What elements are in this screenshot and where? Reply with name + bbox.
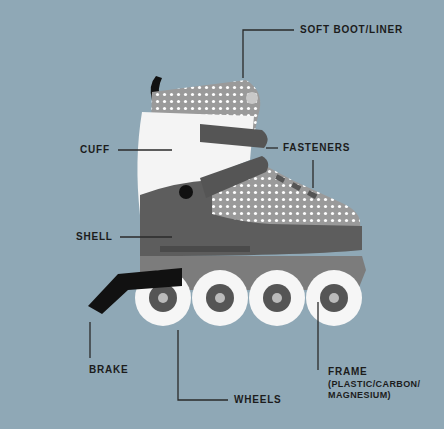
part-label: SHELL (76, 231, 113, 243)
part-label: WHEELS (234, 394, 282, 406)
part-label: FASTENERS (283, 142, 350, 154)
leader-lines (90, 30, 318, 400)
brake (88, 268, 182, 314)
part-label: CUFF (80, 144, 110, 156)
shell (140, 180, 362, 256)
part-note: (PLASTIC/CARBON/ MAGNESIUM) (328, 379, 438, 401)
part-label: SOFT BOOT/LINER (300, 24, 403, 36)
part-label: BRAKE (89, 364, 129, 376)
part-label: FRAME (328, 366, 368, 378)
